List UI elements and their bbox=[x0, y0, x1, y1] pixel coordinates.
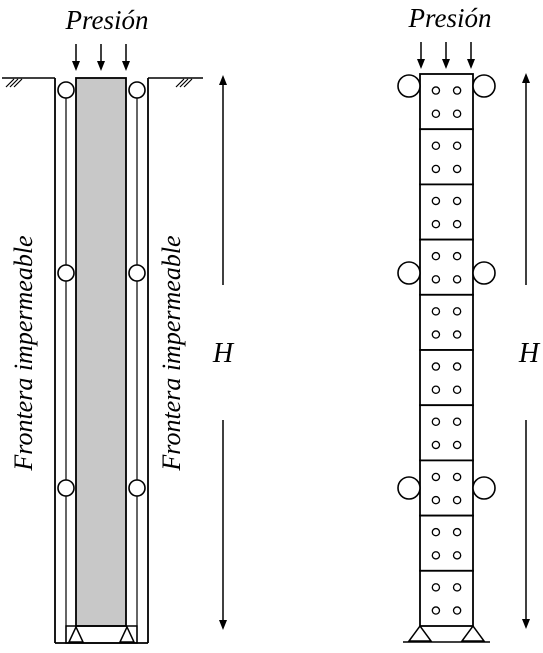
soil-cell bbox=[419, 293, 474, 351]
soil-particle bbox=[431, 440, 441, 450]
soil-particle bbox=[452, 385, 462, 394]
soil-particle bbox=[452, 219, 462, 229]
soil-particle bbox=[452, 141, 462, 151]
soil-particle bbox=[431, 141, 441, 151]
soil-cells bbox=[419, 73, 474, 627]
left-porous-stone bbox=[65, 625, 138, 644]
soil-particle bbox=[452, 417, 462, 427]
soil-particle bbox=[452, 109, 462, 118]
soil-particle bbox=[431, 385, 441, 394]
soil-particle bbox=[431, 251, 441, 261]
soil-particle bbox=[452, 495, 462, 505]
soil-cell bbox=[419, 183, 474, 241]
right-pressure-arrows bbox=[417, 42, 475, 69]
soil-cell bbox=[419, 514, 474, 572]
right-base-support bbox=[403, 624, 490, 643]
soil-particle bbox=[431, 307, 441, 316]
soil-particle bbox=[452, 307, 462, 316]
soil-particle bbox=[452, 527, 462, 537]
soil-particle bbox=[431, 606, 441, 615]
soil-particle bbox=[431, 109, 441, 118]
soil-particle bbox=[431, 164, 441, 174]
left-impermeable-label: Frontera impermeable bbox=[9, 235, 38, 471]
soil-particle bbox=[452, 251, 462, 261]
soil-particle bbox=[452, 330, 462, 339]
soil-sample bbox=[75, 77, 127, 627]
soil-cell bbox=[419, 349, 474, 407]
soil-particle bbox=[431, 527, 441, 537]
soil-particle bbox=[452, 440, 462, 450]
soil-particle bbox=[431, 495, 441, 505]
soil-cell bbox=[419, 459, 474, 517]
soil-cell bbox=[419, 238, 474, 296]
soil-particle bbox=[431, 362, 441, 371]
soil-particle bbox=[452, 583, 462, 592]
right-impermeable-label: Frontera impermeable bbox=[157, 235, 186, 471]
left-diagram: Presión bbox=[2, 5, 235, 644]
soil-particle bbox=[452, 362, 462, 371]
soil-particle bbox=[431, 472, 441, 482]
left-height-label: H bbox=[212, 338, 235, 369]
soil-particle bbox=[452, 472, 462, 482]
soil-particle bbox=[452, 275, 462, 284]
soil-particle bbox=[431, 219, 441, 229]
right-rollers bbox=[397, 74, 496, 500]
soil-cell bbox=[419, 128, 474, 186]
soil-particle bbox=[431, 330, 441, 339]
soil-cell bbox=[419, 73, 474, 131]
right-pressure-label: Presión bbox=[408, 3, 492, 33]
ground-surface-left bbox=[2, 77, 203, 88]
left-rollers bbox=[57, 81, 146, 497]
soil-particle bbox=[431, 196, 441, 206]
right-height-label: H bbox=[518, 338, 541, 369]
soil-cell bbox=[419, 569, 474, 627]
soil-particle bbox=[431, 275, 441, 284]
soil-particle bbox=[452, 196, 462, 206]
soil-particle bbox=[452, 164, 462, 174]
soil-particle bbox=[431, 86, 441, 95]
left-pressure-label: Presión bbox=[65, 5, 149, 35]
soil-particle bbox=[431, 551, 441, 560]
soil-particle bbox=[431, 583, 441, 592]
soil-particle bbox=[452, 86, 462, 95]
soil-particle bbox=[431, 417, 441, 427]
right-diagram: Presión H bbox=[397, 3, 541, 643]
left-pressure-arrows bbox=[72, 44, 130, 71]
soil-cell bbox=[419, 404, 474, 462]
soil-particle bbox=[452, 606, 462, 615]
soil-particle bbox=[452, 551, 462, 560]
